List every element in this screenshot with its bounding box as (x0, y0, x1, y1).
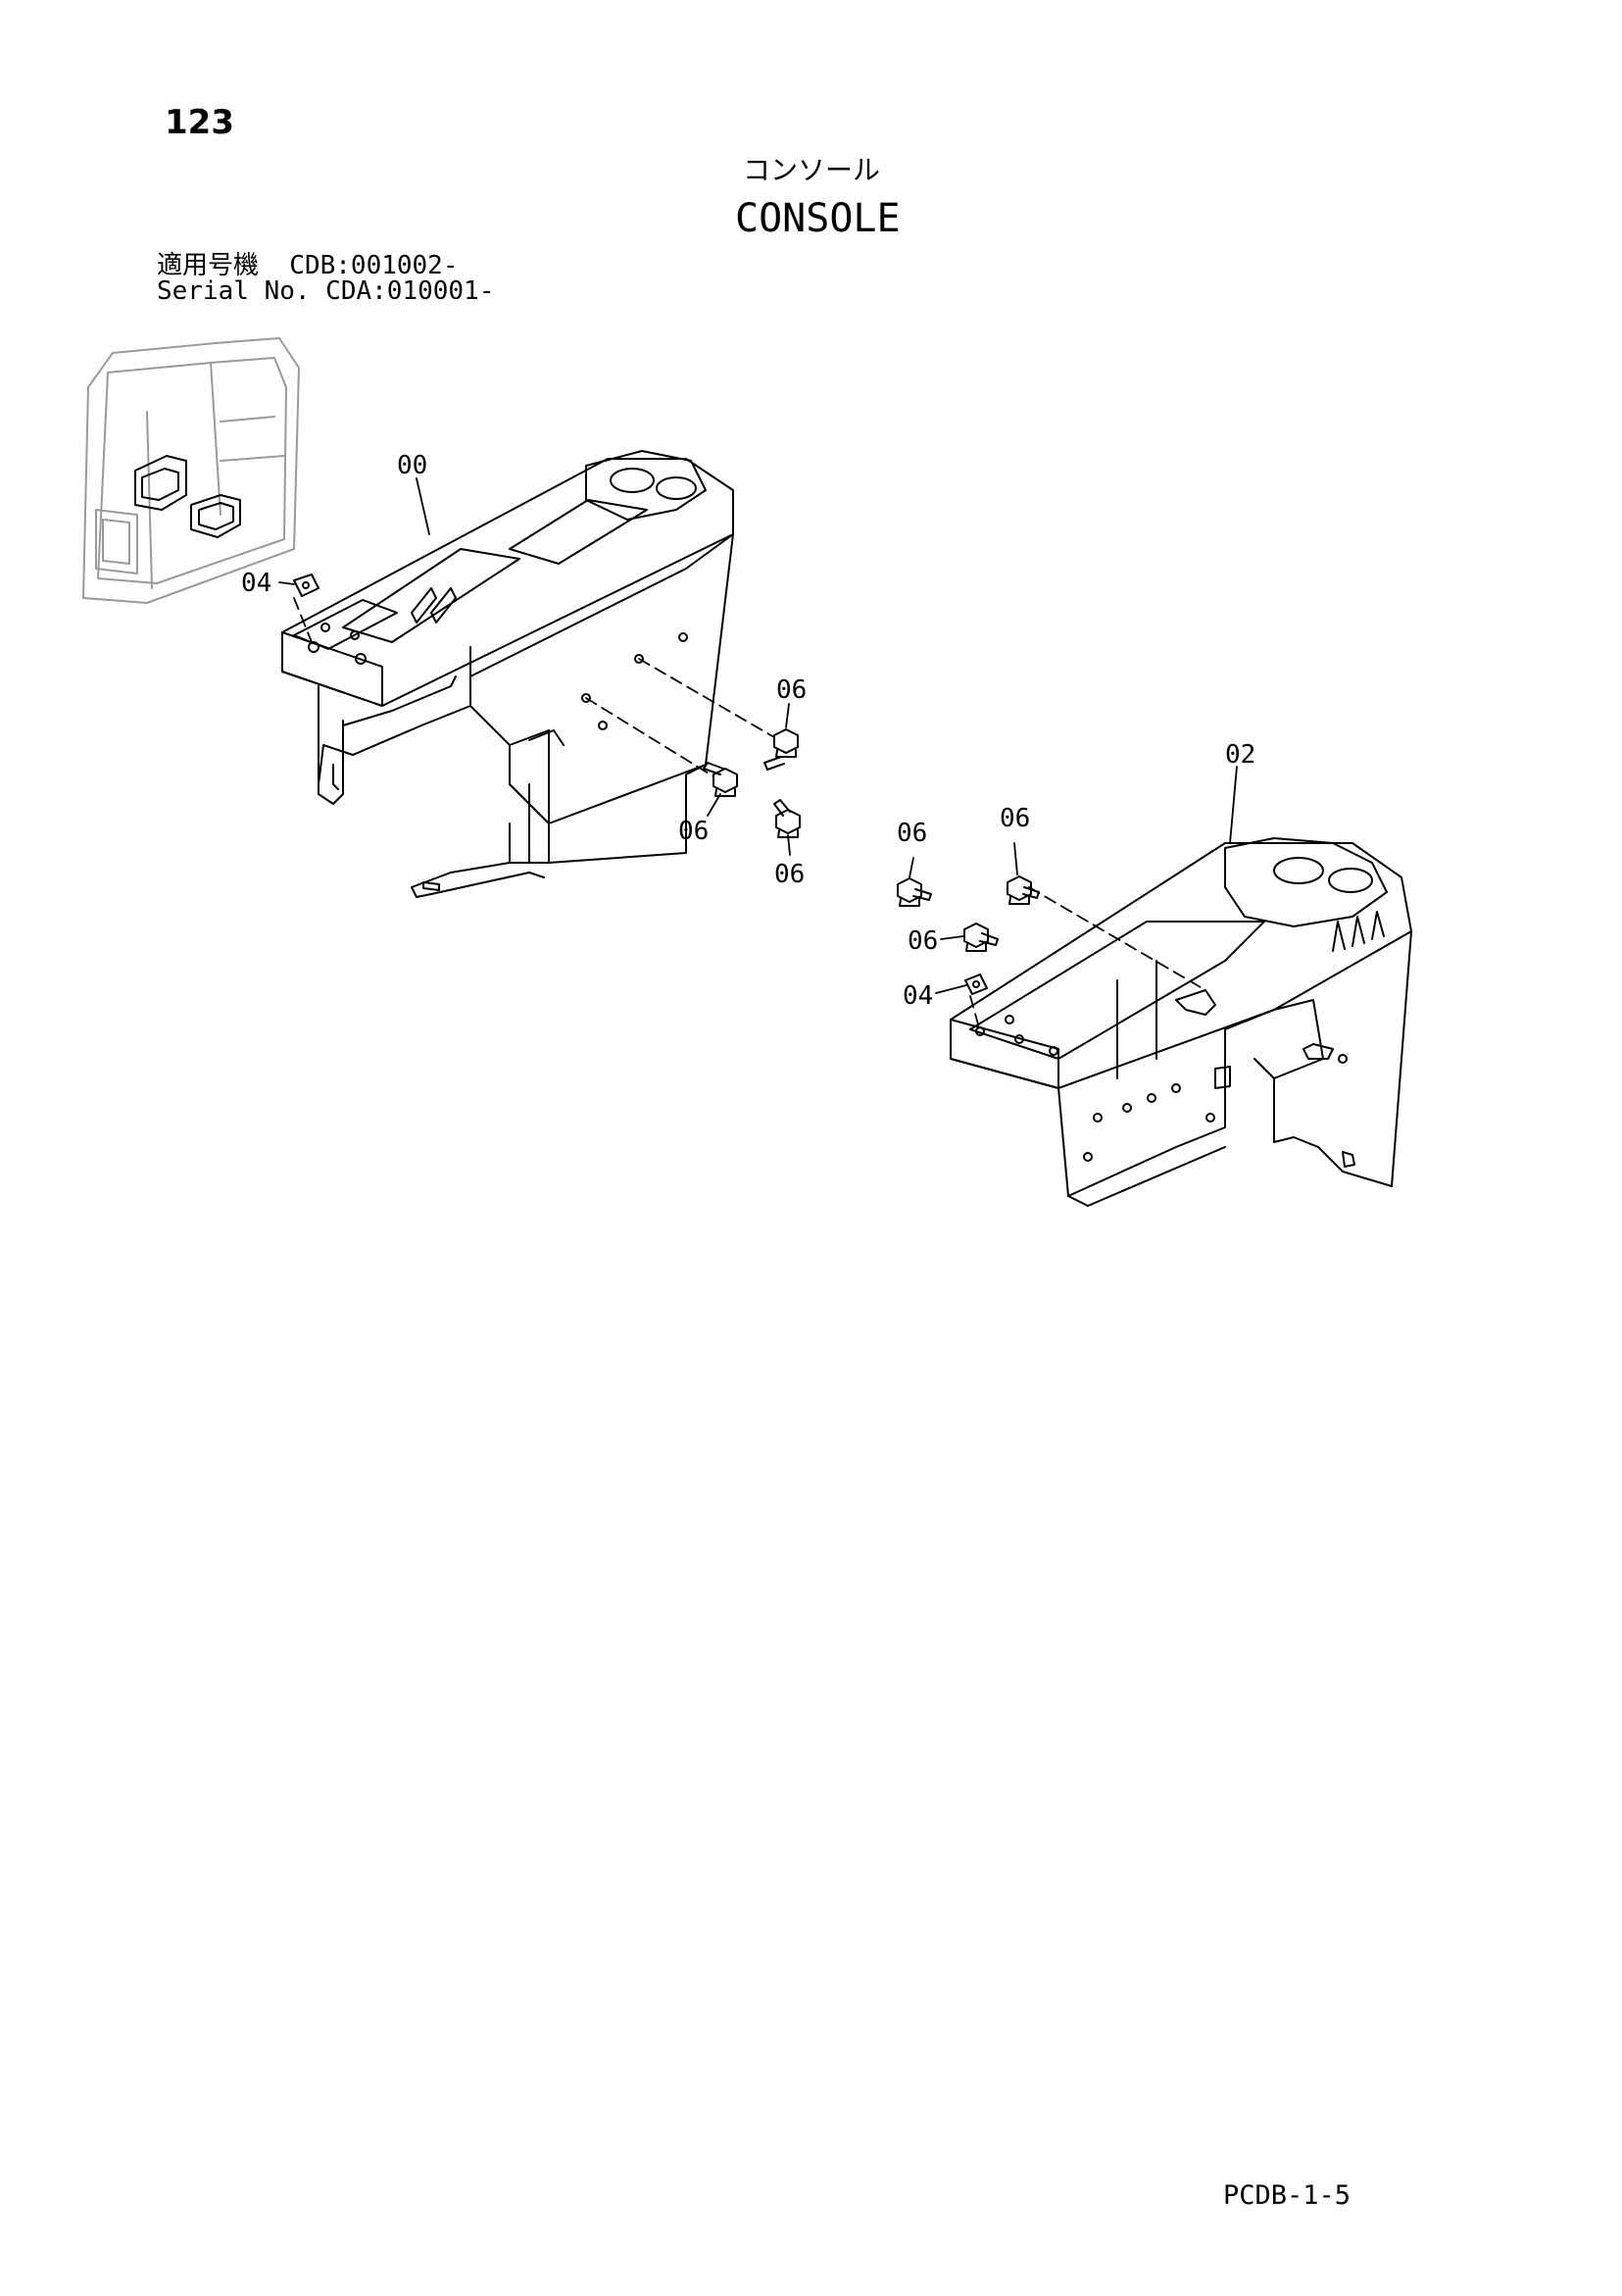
callout-06-right-c: 06 (908, 926, 938, 956)
page-title: CONSOLE (735, 196, 901, 241)
leader-lines (278, 477, 1238, 994)
bolt-06-f (963, 923, 999, 952)
console-part-00 (281, 450, 734, 898)
callout-04-lower: 04 (903, 981, 933, 1011)
title-japanese: コンソール (743, 154, 881, 186)
clip-04-a (293, 574, 319, 597)
callout-06-right-a: 06 (1000, 804, 1030, 833)
cab-console-highlight (134, 455, 241, 538)
callout-06-middle: 06 (678, 817, 709, 846)
bolt-06-a (763, 728, 799, 771)
callout-00: 00 (397, 451, 427, 480)
cab-thumbnail (82, 337, 300, 604)
bolt-06-c (773, 799, 801, 838)
bolt-06-b (703, 762, 738, 797)
assembly-lines (293, 597, 1206, 1032)
footer-page-code: PCDB-1-5 (1223, 2180, 1352, 2211)
page-number: 123 (165, 103, 234, 142)
console-part-02 (950, 837, 1412, 1207)
clip-04-b (964, 973, 988, 995)
applicable-serial-ja: 適用号機 CDB:001002- (157, 251, 459, 280)
callout-06-right-b: 06 (897, 819, 927, 848)
callout-labels: 00 04 06 06 06 02 06 06 06 04 (241, 451, 1255, 1011)
callout-06-upper: 06 (776, 675, 807, 705)
callout-04-upper: 04 (241, 569, 271, 598)
applicable-serial-en: Serial No. CDA:010001- (157, 276, 495, 306)
callout-02: 02 (1225, 740, 1255, 770)
bolt-06-e (897, 877, 932, 907)
callout-06-lower: 06 (774, 860, 805, 889)
